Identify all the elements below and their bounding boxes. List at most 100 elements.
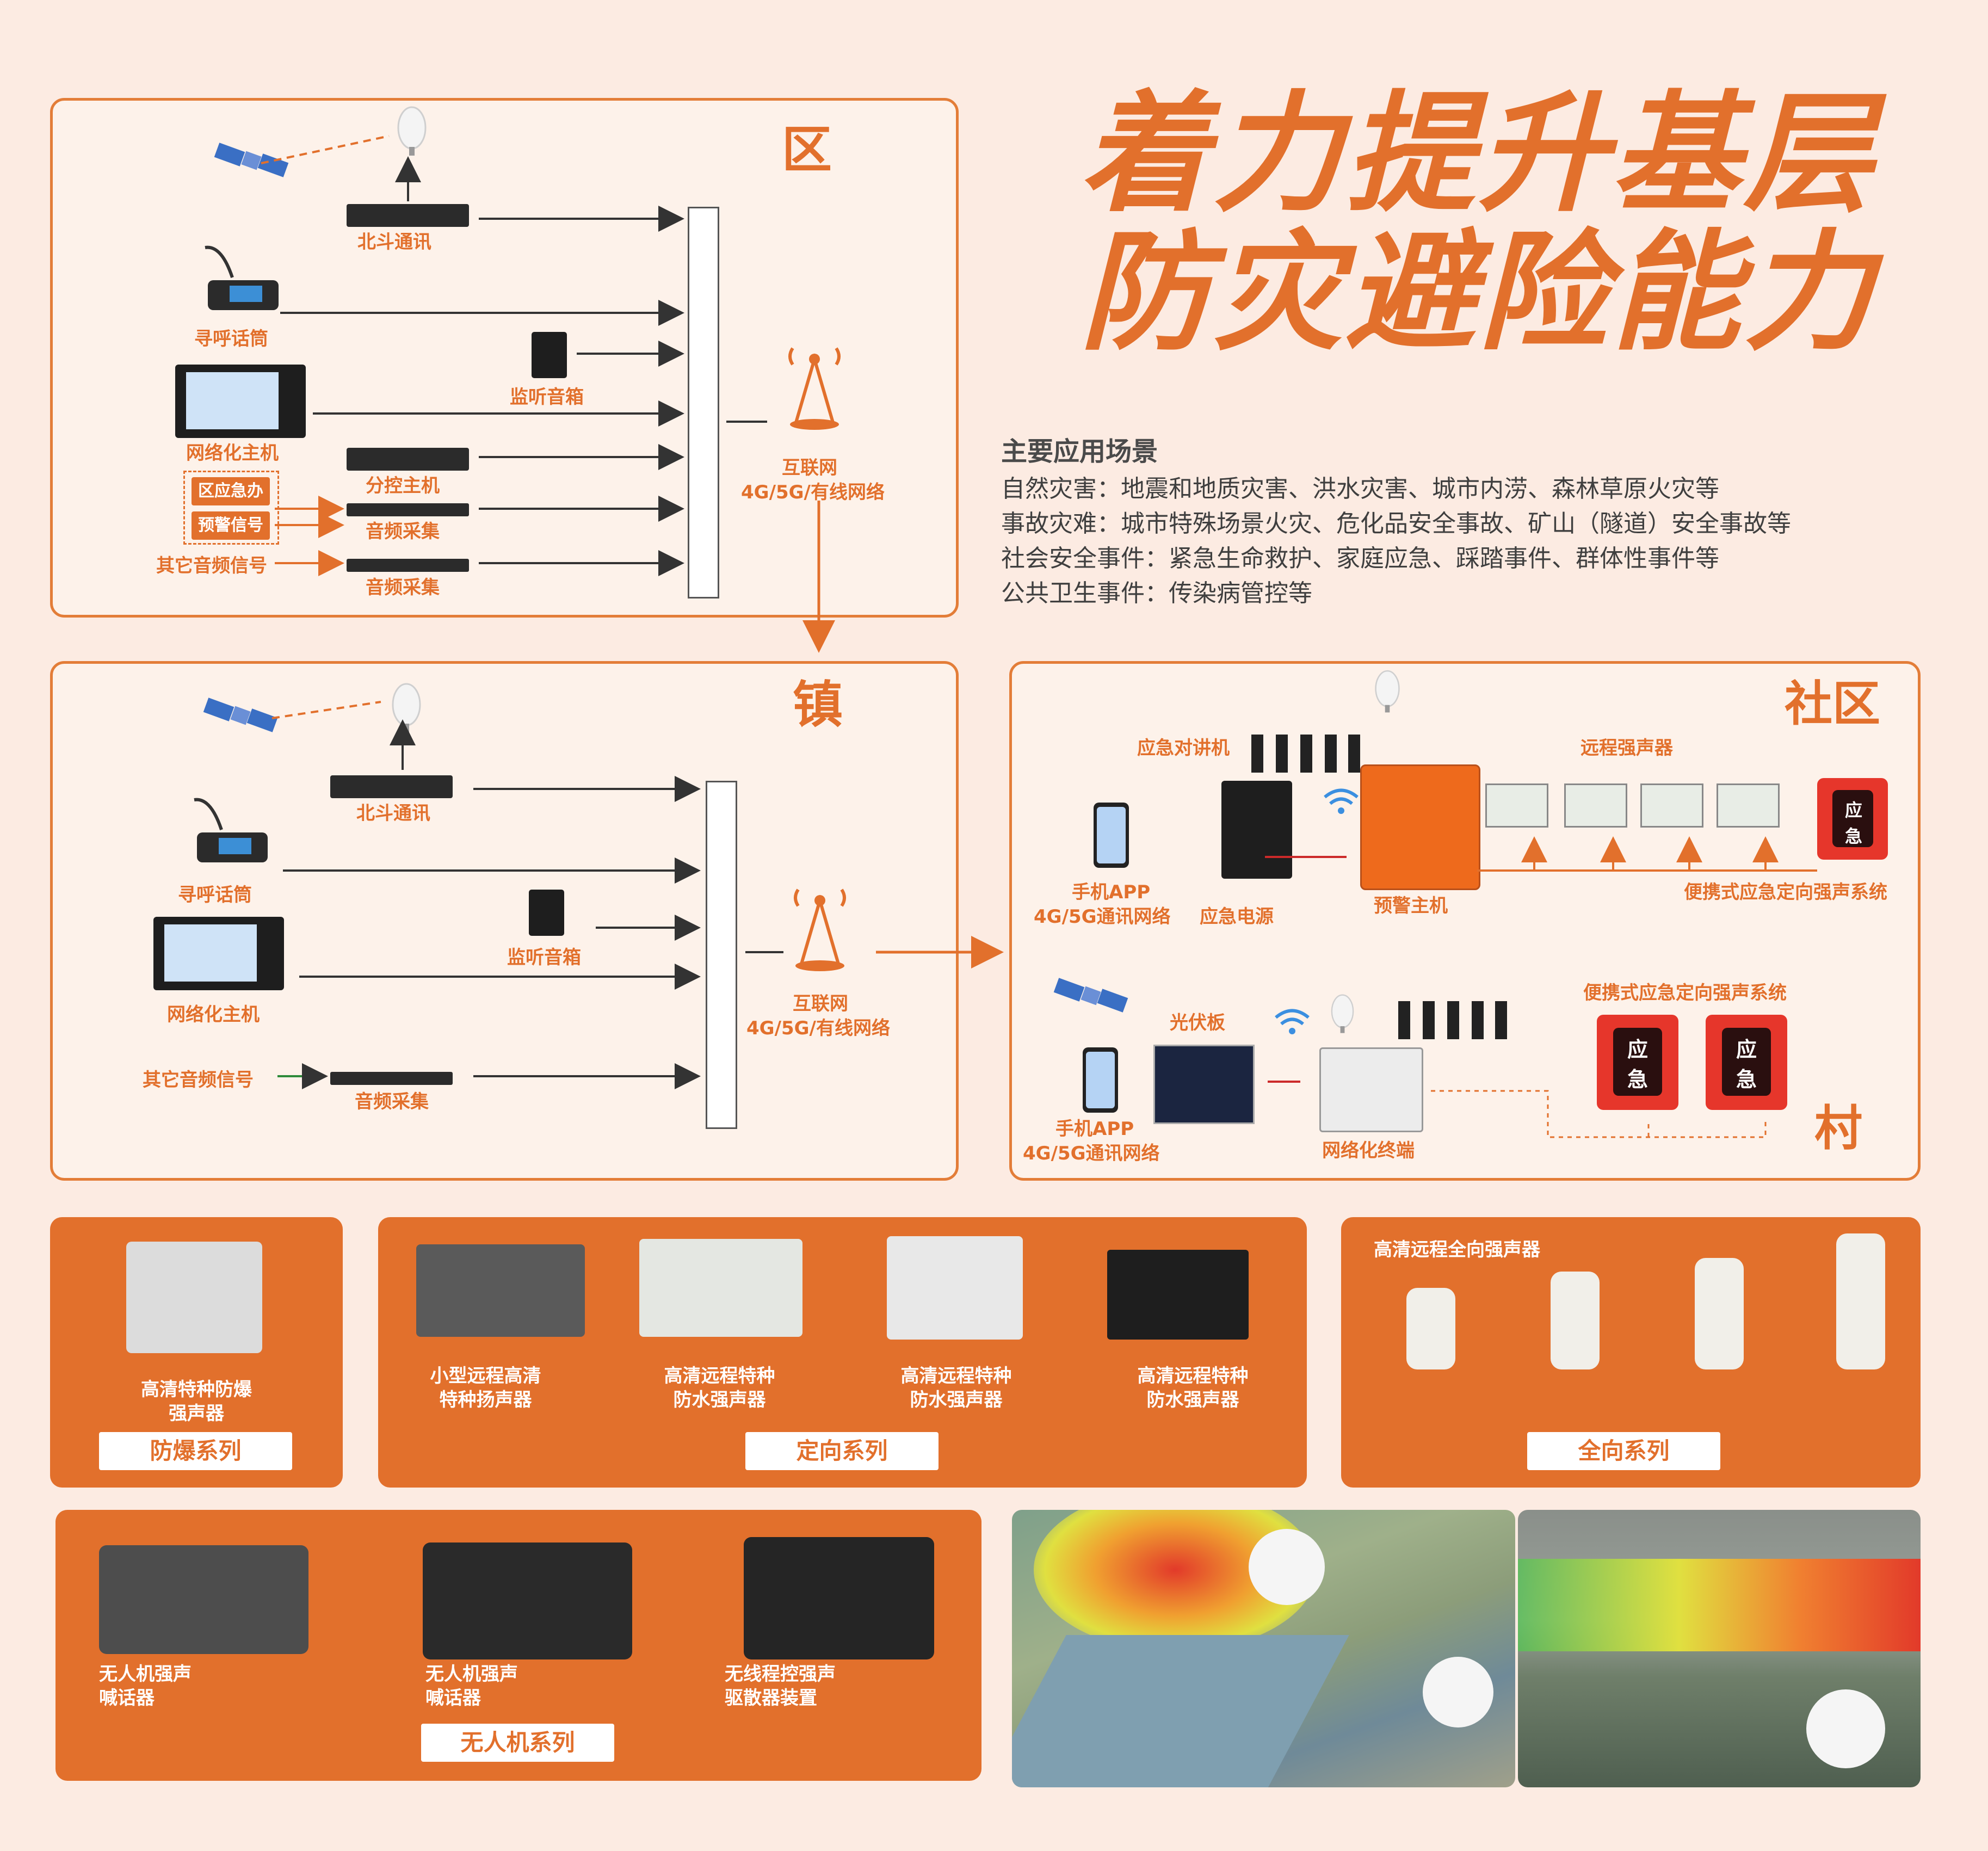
- omni-speaker-2: [1551, 1272, 1600, 1369]
- town-audio-label: 音频采集: [355, 1091, 429, 1113]
- drone-item-1-line2: 喊话器: [99, 1687, 155, 1710]
- town-host-label: 网络化主机: [167, 1004, 260, 1026]
- explosion-series-panel: 高清特种防爆 强声器 防爆系列: [50, 1217, 343, 1488]
- town-paging-label: 寻呼话筒: [178, 884, 252, 906]
- portable-badge-char-a: 应: [1736, 1038, 1757, 1062]
- sub-host-device: [347, 448, 469, 471]
- directional-item-2-line2: 防水强声器: [673, 1389, 766, 1411]
- satellite-icon: [203, 698, 278, 732]
- directional-speaker-image-4: [1107, 1250, 1249, 1340]
- directional-item-4: 高清远程特种 防水强声器: [1110, 1364, 1276, 1412]
- explosion-series-pill[interactable]: 防爆系列: [99, 1432, 292, 1470]
- walkie-label: 应急对讲机: [1137, 737, 1230, 759]
- district-net1-label: 互联网: [782, 457, 837, 479]
- omni-series-pill[interactable]: 全向系列: [1527, 1432, 1720, 1470]
- directional-item-4-line2: 防水强声器: [1146, 1389, 1239, 1411]
- app3-label: 手机APP: [1055, 1118, 1134, 1140]
- district-paging-label: 寻呼话筒: [194, 328, 268, 350]
- drone-item-3-line1: 无线程控强声: [725, 1663, 836, 1685]
- town-other-label: 其它音频信号: [143, 1069, 254, 1091]
- monitor-speaker: [532, 332, 567, 378]
- cell-tower-icon: [794, 889, 846, 971]
- community-panel: 社区 村 应急对讲机 远程强声器 应急 便携式应急定向强声系统 手机APP 4G…: [1009, 661, 1921, 1181]
- antenna-dome-icon: [397, 106, 427, 156]
- phone-icon: [1094, 803, 1129, 868]
- main-title-line2: 防灾避险能力: [1080, 218, 1876, 368]
- scenarios-heading: 主要应用场景: [1001, 436, 1158, 467]
- directional-item-2-line1: 高清远程特种: [664, 1365, 775, 1387]
- scenario-social: 社会安全事件：紧急生命救护、家庭应急、踩踏事件、群体性事件等: [1001, 545, 1719, 572]
- walkie-talkies: [1398, 988, 1507, 1047]
- cell-tower-icon: [788, 347, 841, 430]
- district-net2-label: 4G/5G/有线网络: [741, 482, 885, 503]
- omni-speaker-4: [1836, 1233, 1885, 1369]
- portable-badge-char-b: 急: [1736, 1068, 1757, 1091]
- portable2-label: 便携式应急定向强声系统: [1583, 982, 1787, 1004]
- directional-speaker-image-2: [639, 1239, 802, 1337]
- drone-item-2: 无人机强声 喊话器: [425, 1662, 518, 1710]
- satellite-icon: [214, 143, 289, 177]
- alarm-host-box: [1360, 764, 1480, 890]
- phone-icon: [1083, 1047, 1118, 1113]
- district-subhost-label: 分控主机: [366, 475, 440, 497]
- satellite-icon: [1053, 978, 1128, 1013]
- district-office-tag: 区应急办: [192, 477, 270, 505]
- town-net2-label: 4G/5G/有线网络: [746, 1017, 890, 1039]
- directional-item-3-line2: 防水强声器: [910, 1389, 1003, 1411]
- explosion-name-line2: 强声器: [169, 1403, 224, 1425]
- dispersal-device-image: [744, 1537, 934, 1659]
- speaker-callout-2: [1423, 1657, 1493, 1727]
- directional-item-1-line2: 特种扬声器: [439, 1389, 532, 1411]
- town-beidou-label: 北斗通讯: [356, 803, 430, 824]
- river-scene-photo: [1012, 1510, 1515, 1787]
- solar-label: 光伏板: [1170, 1012, 1225, 1034]
- network-host-screen: [153, 917, 284, 990]
- paging-mic-icon: [194, 798, 268, 862]
- portable-label: 便携式应急定向强声系统: [1684, 881, 1887, 903]
- drone-item-2-line1: 无人机强声: [425, 1663, 518, 1685]
- network-host-screen: [175, 365, 306, 438]
- audio-capture: [330, 1072, 453, 1085]
- explosion-speaker-image: [126, 1242, 262, 1353]
- drone-series-panel: 无人机强声 喊话器 无人机强声 喊话器 无线程控强声 驱散器装置 无人机系列: [55, 1510, 981, 1781]
- audio-capture-1: [347, 503, 469, 516]
- flood-scene-photo: [1518, 1510, 1921, 1787]
- main-title-line1: 着力提升基层: [1080, 79, 1876, 230]
- omni-series-panel: 高清远程全向强声器 全向系列: [1341, 1217, 1921, 1488]
- district-other-label: 其它音频信号: [156, 555, 267, 577]
- walkie-talkies: [1251, 718, 1360, 783]
- drone-item-2-line2: 喊话器: [425, 1687, 481, 1710]
- remote-speaker-row: [1485, 773, 1790, 849]
- directional-item-4-line1: 高清远程特种: [1137, 1365, 1249, 1387]
- power-label: 应急电源: [1200, 906, 1274, 928]
- app2-label: 4G/5G通讯网络: [1034, 906, 1171, 928]
- warning-signal-tag: 预警信号: [192, 511, 270, 540]
- monitor-speaker: [529, 890, 564, 936]
- drone-image-1: [99, 1545, 308, 1654]
- solar-panel: [1153, 1045, 1255, 1124]
- directional-series-pill[interactable]: 定向系列: [745, 1432, 939, 1470]
- district-panel: 区 北斗通讯 寻呼话筒 网络化主机 监听音箱 分控主机 区应急办 预警信号 音频…: [50, 98, 959, 618]
- drone-item-3-line2: 驱散器装置: [725, 1687, 817, 1710]
- drone-item-3: 无线程控强声 驱散器装置: [725, 1662, 836, 1710]
- district-audio1-label: 音频采集: [366, 521, 440, 542]
- beidou-device: [330, 775, 453, 798]
- remote-speaker-label: 远程强声器: [1580, 737, 1673, 759]
- alarm-host-label: 预警主机: [1374, 895, 1448, 917]
- portable-badge-char-b: 急: [1627, 1068, 1648, 1091]
- app1-label: 手机APP: [1072, 881, 1151, 903]
- district-monitor-label: 监听音箱: [510, 386, 584, 408]
- directional-speaker-image-1: [416, 1244, 585, 1337]
- scenario-natural: 自然灾害：地震和地质灾害、洪水灾害、城市内涝、森林草原火灾等: [1001, 475, 1719, 503]
- directional-item-1: 小型远程高清 特种扬声器: [403, 1364, 569, 1412]
- portable-speaker-a: 应 急: [1597, 1015, 1678, 1110]
- scenario-health: 公共卫生事件：传染病管控等: [1001, 579, 1312, 607]
- drone-series-pill[interactable]: 无人机系列: [421, 1724, 614, 1762]
- town-monitor-label: 监听音箱: [507, 947, 581, 968]
- portable-badge-char-a: 应: [1627, 1038, 1648, 1062]
- town-panel: 镇 北斗通讯 寻呼话筒 网络化主机 监听音箱 其它音频信号 音频采集 互联网 4…: [50, 661, 959, 1181]
- portable-speaker-top: 应急: [1817, 778, 1888, 860]
- wifi-icon: [1324, 788, 1359, 814]
- directional-item-3-line1: 高清远程特种: [900, 1365, 1012, 1387]
